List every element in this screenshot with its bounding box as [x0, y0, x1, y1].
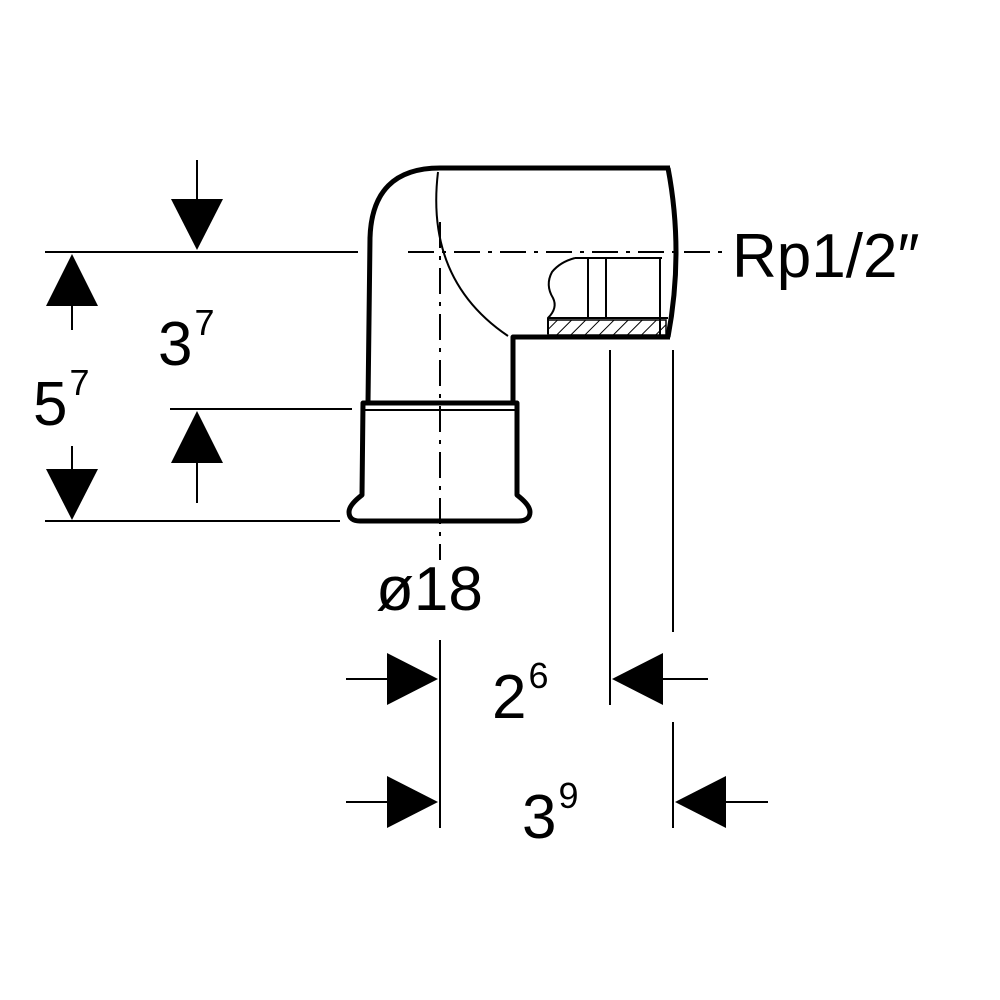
extension-lines [45, 251, 674, 828]
arrow-up-middle [171, 411, 223, 463]
dim-width-outer: 39 [522, 775, 579, 852]
dim-diameter: ø18 [376, 555, 483, 624]
vertical-dimension-arrows [46, 160, 223, 520]
arrow-down-left [46, 469, 98, 520]
press-sleeve [346, 400, 533, 524]
dim-height-total: 57 [33, 362, 90, 439]
arrow-left-39 [675, 776, 726, 828]
dim-height-upper: 37 [158, 302, 215, 379]
arrow-right-39 [387, 776, 438, 828]
thread-hatch [547, 319, 667, 336]
arrow-right-26 [387, 653, 438, 705]
centerlines [408, 222, 730, 560]
dim-width-inner: 26 [492, 655, 549, 732]
horizontal-dimension-arrows [346, 653, 768, 828]
dimension-labels: 37 57 ø18 Rp1/2″ 26 39 [33, 222, 919, 852]
thread-break-line [547, 257, 576, 334]
thread-cutaway [547, 257, 668, 336]
elbow-outline [365, 165, 670, 406]
arrow-down-top [171, 199, 223, 250]
elbow-fitting [346, 165, 679, 524]
dim-thread: Rp1/2″ [732, 222, 919, 291]
arrow-up-left [46, 254, 98, 306]
arrow-left-26 [612, 653, 663, 705]
elbow-inner-arc [435, 171, 509, 337]
